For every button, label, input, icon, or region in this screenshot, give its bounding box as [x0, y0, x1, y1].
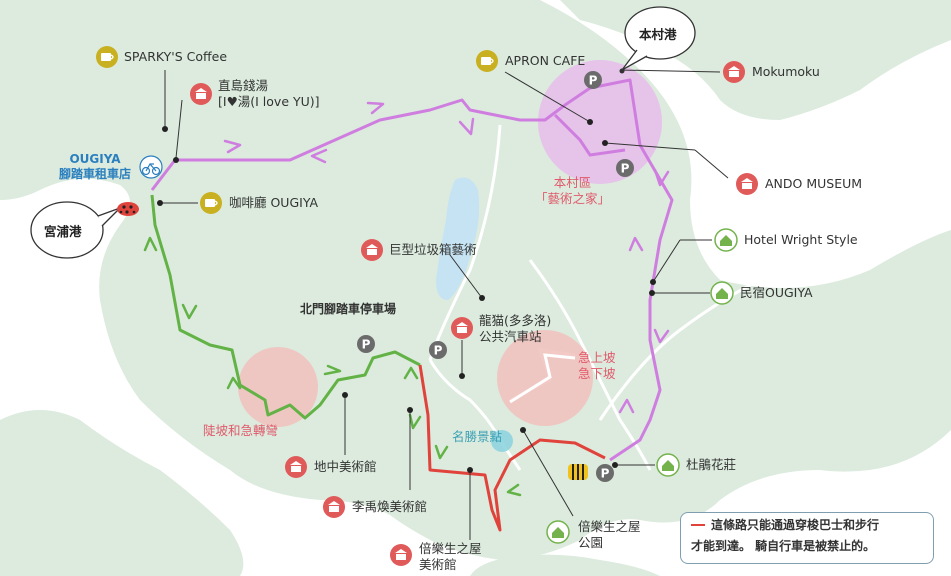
house-icon	[656, 453, 680, 477]
yellow-pumpkin-icon	[568, 464, 588, 480]
apron-cafe-label: APRON CAFE	[505, 53, 586, 68]
museum-icon	[723, 61, 745, 83]
pond	[436, 177, 480, 300]
totoro-bus-stop-label: 龍猫(多多洛) 公共汽車站	[479, 313, 552, 344]
hotel-wright-label: Hotel Wright Style	[744, 232, 858, 247]
house-icon	[546, 520, 570, 544]
parking-icon: P	[584, 71, 602, 89]
museum-icons	[190, 61, 758, 566]
slope-curve-label: 陡坡和急轉彎	[203, 423, 279, 438]
miyanoura-port-label: 宮浦港	[44, 224, 82, 239]
honmura-area-label: 本村區 「藝術之家」	[535, 175, 611, 206]
rental-shop-label: OUGIYA 腳踏車租車店	[50, 152, 140, 182]
steep-road	[509, 353, 576, 404]
svg-text:P: P	[434, 344, 443, 358]
svg-text:P: P	[589, 74, 598, 88]
svg-text:P: P	[362, 338, 371, 352]
route-arrows	[143, 101, 670, 497]
island-land	[0, 0, 951, 560]
parking-icon: P	[429, 341, 447, 359]
museum-icon	[736, 173, 758, 195]
bicycle-icon	[139, 155, 163, 179]
lodging-icons	[546, 228, 738, 544]
chichu-museum-label: 地中美術館	[314, 459, 377, 474]
house-icon	[710, 281, 734, 305]
tsutsuji-label: 杜鵑花莊	[686, 457, 737, 472]
steep-slope-label: 急上坡 急下坡	[578, 350, 616, 381]
mokumoku-label: Mokumoku	[752, 64, 820, 79]
legend-box: 這條路只能通過穿梭巴士和步行 才能到達。 騎自行車是被禁止的。	[680, 512, 934, 564]
slope-curve-zone	[238, 347, 318, 427]
museum-icon	[390, 544, 412, 566]
ando-museum-label: ANDO MUSEUM	[765, 176, 863, 191]
museum-icon	[323, 496, 345, 518]
benesse-park-label: 倍樂生之屋 公園	[578, 519, 641, 550]
benesse-museum-label: 倍樂生之屋 美術館	[419, 541, 482, 572]
junkyard-art-label: 巨型垃圾箱藝術	[389, 242, 477, 257]
rental-shop-name-en: OUGIYA	[69, 152, 121, 166]
honmura-port-bubble	[619, 6, 696, 74]
coffee-icon	[476, 50, 498, 72]
red-route	[418, 364, 606, 532]
parking-icon: P	[357, 335, 375, 353]
parking-icon: P	[616, 159, 634, 177]
sparkys-coffee-label: SPARKY'S Coffee	[124, 49, 228, 64]
scenic-spot-label: 名勝景點	[452, 429, 503, 444]
scenic-spot-marker	[491, 430, 513, 452]
museum-icon	[190, 83, 212, 105]
house-icon	[714, 228, 738, 252]
honmura-port-label: 本村港	[639, 27, 677, 42]
cafe-ougiya-label: 咖啡廳 OUGIYA	[229, 195, 319, 210]
legend-line-2: 才能到達。 騎自行車是被禁止的。	[691, 539, 876, 553]
minshuku-ougiya-label: 民宿OUGIYA	[740, 285, 813, 300]
museum-icon	[451, 317, 473, 339]
legend-line-1: 這條路只能通過穿梭巴士和步行	[711, 518, 880, 532]
museum-icon	[361, 239, 383, 261]
rental-shop-name-zh: 腳踏車租車店	[58, 167, 131, 181]
coffee-icon	[200, 192, 222, 214]
parking-icon: P	[596, 464, 614, 482]
lee-ufan-museum-label: 李禹煥美術館	[352, 499, 428, 514]
south-land	[470, 554, 660, 576]
naoshima-sento-label: 直島錢湯 [I♥湯(I love YU)]	[218, 78, 320, 109]
svg-text:P: P	[621, 162, 630, 176]
pumpkin-icon	[117, 202, 139, 216]
museum-icon	[285, 456, 307, 478]
green-route	[150, 194, 421, 420]
miyanoura-port-bubble	[30, 201, 121, 259]
southwest-land	[0, 410, 244, 576]
north-gate-parking-label: 北門腳踏車停車場	[300, 302, 397, 316]
purple-loop	[553, 113, 626, 157]
svg-text:P: P	[601, 467, 610, 481]
location-dots	[157, 119, 656, 473]
cafe-icons	[96, 46, 498, 214]
leader-lines	[160, 69, 729, 540]
steep-hill-zone	[497, 330, 593, 426]
coffee-icon	[96, 46, 118, 68]
parking-icons: P P P P P	[357, 71, 634, 482]
red-route-swatch	[691, 524, 705, 526]
